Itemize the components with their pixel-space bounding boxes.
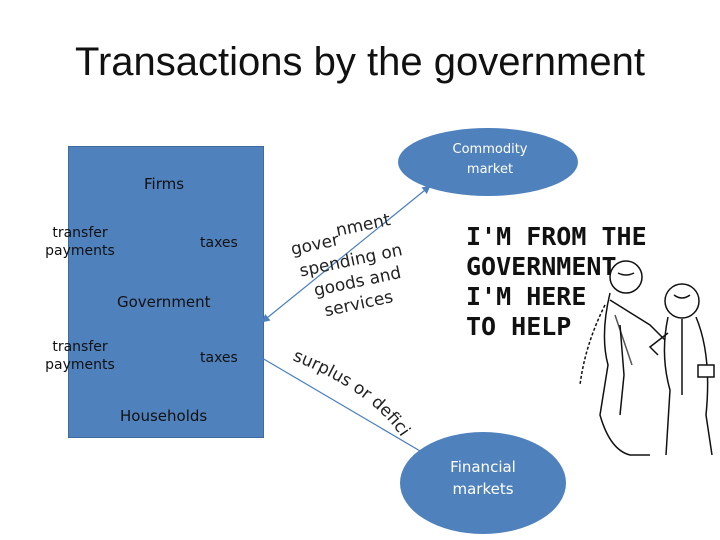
- cartoon-caption-2: GOVERNMENT,: [466, 252, 632, 281]
- commodity-market: Commodity market: [398, 128, 578, 196]
- spending-label: government spending on goods and service…: [287, 208, 418, 326]
- cartoon-caption-4: TO HELP: [466, 312, 571, 341]
- cartoon-caption-1: I'M FROM THE: [466, 222, 647, 251]
- official-figure: [580, 261, 665, 455]
- citizen-figure: [650, 284, 714, 455]
- cartoon-illustration: I'M FROM THE GOVERNMENT, I'M HERE TO HEL…: [460, 215, 720, 460]
- commodity-market-label: Commodity market: [430, 140, 550, 180]
- financial-markets-label: Financial markets: [428, 456, 538, 500]
- cartoon-caption-3: I'M HERE: [466, 282, 586, 311]
